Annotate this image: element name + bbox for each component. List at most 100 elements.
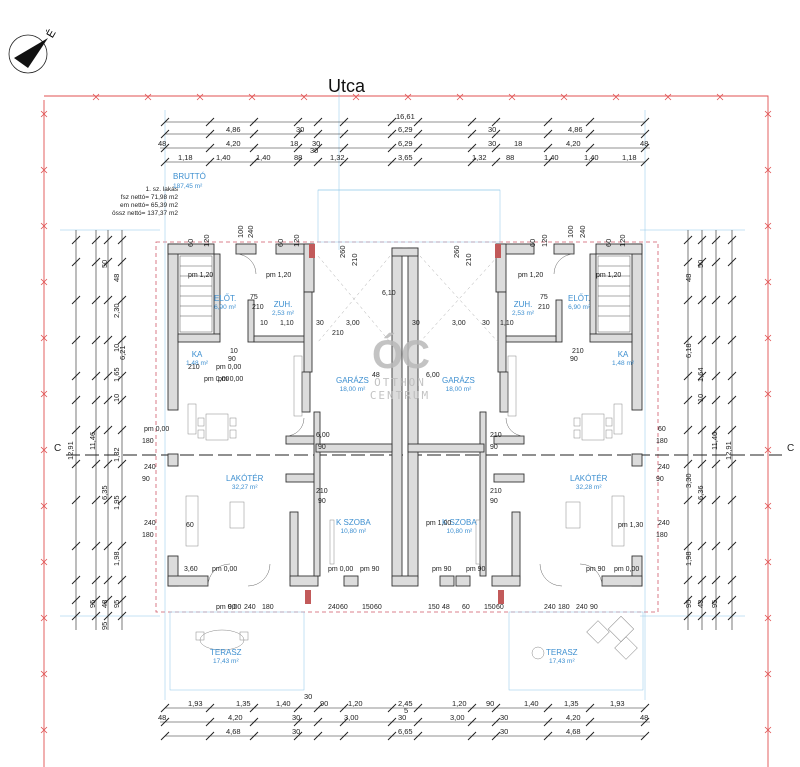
dimension-tick (413, 157, 423, 167)
dimension-tick (293, 717, 303, 727)
dimension-tick (727, 541, 737, 551)
dimension-tick (313, 731, 323, 741)
dim-label: 95 (88, 599, 97, 608)
dimension-tick (711, 575, 721, 585)
dimension-tick (339, 143, 349, 153)
interior-dim-label: 60 (186, 522, 194, 529)
dimension-tick (117, 595, 127, 605)
dimension-tick (103, 595, 113, 605)
room-area: 32,27 m² (231, 484, 258, 491)
dimension-tick (103, 257, 113, 267)
dimension-tick (160, 717, 170, 727)
boundary-cross (764, 446, 772, 454)
dim-label: 18 (290, 139, 299, 148)
dim-label: 88 (294, 153, 303, 162)
room-name: ZUH. (273, 300, 293, 309)
dimension-tick (683, 575, 693, 585)
boundary-cross (40, 334, 48, 342)
dimension-tick (697, 335, 707, 345)
dim-label: 5 (404, 706, 409, 715)
dimension-tick (160, 129, 170, 139)
dimension-tick (727, 371, 737, 381)
room-name: GARÁZS (336, 376, 369, 385)
boundary-cross (560, 93, 568, 101)
dimension-tick (543, 703, 553, 713)
dimension-tick (91, 541, 101, 551)
dimension-tick (91, 371, 101, 381)
dimension-tick (249, 143, 259, 153)
dimension-tick (697, 611, 707, 621)
dim-label: 3,30 (684, 473, 693, 488)
interior-dim-label: 210 (464, 253, 473, 266)
dim-label: 4,86 (568, 125, 583, 134)
dimension-tick (249, 117, 259, 127)
room-zuh-left: ZUH.2,53 m² (272, 300, 294, 318)
dimension-tick (697, 595, 707, 605)
plot-boundary-crosses (40, 93, 772, 734)
dimension-tick (71, 495, 81, 505)
dimension-tick (71, 611, 81, 621)
interior-dim-label: pm 0,00 (328, 566, 354, 573)
dimension-tick (491, 157, 501, 167)
plot-boundary (43, 95, 769, 767)
interior-dim-label: 240 (144, 464, 156, 471)
dimension-tick (91, 611, 101, 621)
dimension-tick (727, 495, 737, 505)
dimension-tick (103, 541, 113, 551)
dimension-tick (491, 731, 501, 741)
dimension-tick (491, 143, 501, 153)
dimension-tick (71, 575, 81, 585)
dimension-tick (103, 611, 113, 621)
dimension-tick (683, 425, 693, 435)
dimension-tick (467, 731, 477, 741)
dimension-tick (205, 157, 215, 167)
dimension-tick (91, 295, 101, 305)
doors (207, 253, 603, 587)
boundary-cross (764, 166, 772, 174)
dimension-tick (491, 717, 501, 727)
dimension-tick (249, 703, 259, 713)
interior-dim-label: 240 (244, 604, 256, 611)
interior-dim-label: pm 1,20 (266, 272, 292, 279)
room-name: ELŐT. (214, 294, 237, 303)
dimension-tick (293, 129, 303, 139)
interior-dim-label: pm 0,00 (216, 604, 242, 611)
room-elot-right: ELŐT.6,90 m² (568, 294, 590, 312)
dim-label: 1,32 (472, 153, 487, 162)
dimension-ticks (71, 117, 737, 741)
dim-label: 4,68 (226, 727, 241, 736)
boundary-cross (40, 614, 48, 622)
interior-dim-label: 240 (578, 225, 587, 238)
dimension-tick (71, 295, 81, 305)
boundary-cross (764, 558, 772, 566)
interior-dim-label: 90 (228, 604, 236, 611)
boundary-cross (40, 558, 48, 566)
dimension-tick (683, 335, 693, 345)
dim-label: 50 (100, 259, 109, 268)
boundary-cross (40, 502, 48, 510)
dimension-tick (117, 495, 127, 505)
interior-dim-label: 210 (490, 432, 502, 439)
dimension-tick (543, 717, 553, 727)
dim-label: 12,91 (724, 441, 733, 460)
dimension-tick (543, 117, 553, 127)
dimension-tick (387, 129, 397, 139)
interior-dim-label: 260 (452, 245, 461, 258)
dimension-tick (205, 717, 215, 727)
interior-dim-label: 90 (318, 444, 326, 451)
dimension-tick (727, 235, 737, 245)
room-name: KA (617, 350, 629, 359)
interior-dim-label: 180 (656, 532, 668, 539)
dimension-tick (711, 611, 721, 621)
interior-dim-label: 90 (656, 476, 664, 483)
room-name: ELŐT. (568, 294, 591, 303)
dimension-tick (339, 117, 349, 127)
room-area: 1,48 m² (612, 360, 635, 367)
dimension-tick (683, 235, 693, 245)
interior-dim-label: 48 (442, 604, 450, 611)
dimension-tick (387, 731, 397, 741)
dimension-tick (71, 425, 81, 435)
dimension-tick (293, 157, 303, 167)
